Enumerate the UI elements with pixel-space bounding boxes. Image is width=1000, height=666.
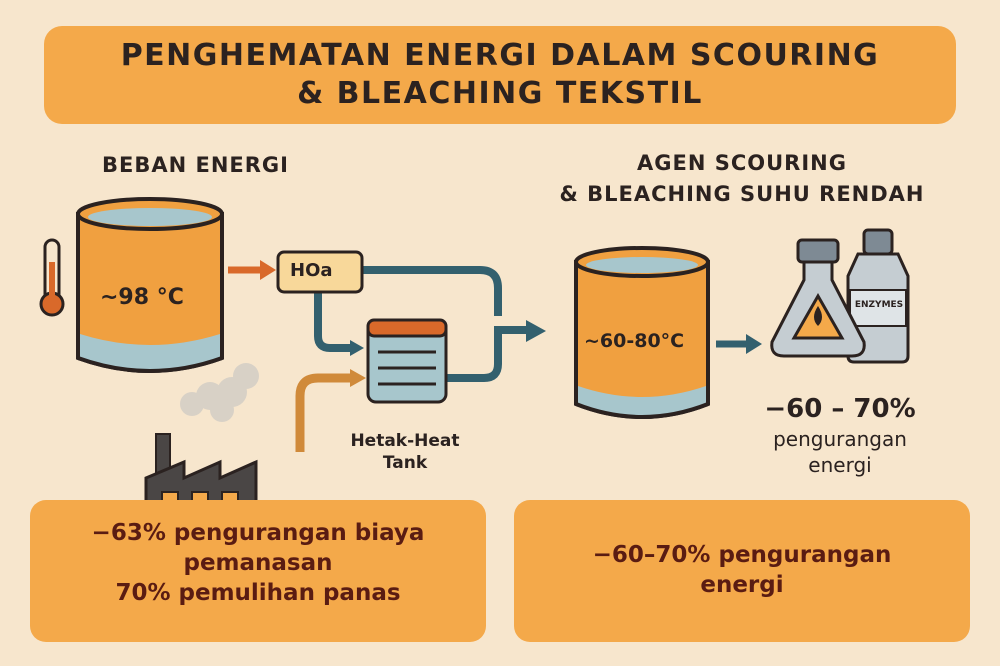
flow-arrow-orange xyxy=(228,260,276,280)
low-temp-heading-line-2: & BLEACHING SUHU RENDAH xyxy=(559,182,925,206)
low-temp-heading-line-1: AGEN SCOURING xyxy=(637,151,847,175)
low-temp-tank-temperature: ~60-80°C xyxy=(584,330,685,352)
flow-arrow-to-agents xyxy=(716,334,762,354)
arrow-to-low-temp-tank xyxy=(526,320,546,342)
heat-recovery-panel: −63% pengurangan biaya pemanasan 70% pem… xyxy=(30,500,486,642)
title-line-1: PENGHEMATAN ENERGI DALAM SCOURING xyxy=(120,38,880,73)
heat-tank-caption: Hetak-Heat Tank xyxy=(340,430,470,474)
low-temp-agent-panel-text: −60–70% pengurangan energi xyxy=(514,540,970,600)
smoke-icon xyxy=(180,363,259,422)
heat-recovery-panel-text: −63% pengurangan biaya pemanasan 70% pem… xyxy=(30,518,486,608)
title-banner: PENGHEMATAN ENERGI DALAM SCOURING & BLEA… xyxy=(44,26,956,124)
hot-tank-icon xyxy=(76,197,224,373)
thermometer-icon xyxy=(39,238,65,317)
flask-icon xyxy=(770,238,866,358)
bottle-icon xyxy=(846,228,910,364)
heat-recovery-pipes xyxy=(314,266,528,382)
arrow-to-heat-tank xyxy=(350,340,364,356)
energy-reduction-caption-line-2: energi xyxy=(808,453,872,477)
droplet-icon xyxy=(814,306,822,326)
panel-left-line-3: 70% pemulihan panas xyxy=(115,580,401,606)
panel-left-line-2: pemanasan xyxy=(183,550,333,576)
low-temp-agent-heading: AGEN SCOURING & BLEACHING SUHU RENDAH xyxy=(526,148,958,210)
energy-load-heading: BEBAN ENERGI xyxy=(102,153,289,177)
energy-reduction-stat: −60 – 70% xyxy=(764,394,916,424)
panel-right-line-2: energi xyxy=(700,572,784,598)
panel-right-line-1: −60–70% pengurangan xyxy=(592,542,892,568)
heat-tank-caption-line-2: Tank xyxy=(382,453,428,473)
heat-tank-caption-line-1: Hetak-Heat xyxy=(350,431,460,451)
heat-tank-icon xyxy=(366,318,448,404)
energy-reduction-caption-line-1: pengurangan xyxy=(773,427,907,451)
steam-inlet-pipe xyxy=(295,369,366,452)
heat-exchanger-box xyxy=(276,250,364,294)
bottle-label: ENZYMES xyxy=(854,300,904,310)
low-temp-tank-icon xyxy=(574,246,710,419)
panel-left-line-1: −63% pengurangan biaya xyxy=(91,520,425,546)
hot-tank-temperature: ~98 °C xyxy=(100,285,184,310)
title-line-2: & BLEACHING TEKSTIL xyxy=(297,76,703,111)
energy-reduction-caption: pengurangan energi xyxy=(740,426,940,478)
low-temp-agent-panel: −60–70% pengurangan energi xyxy=(514,500,970,642)
heat-exchanger-label: HOa xyxy=(290,260,333,281)
